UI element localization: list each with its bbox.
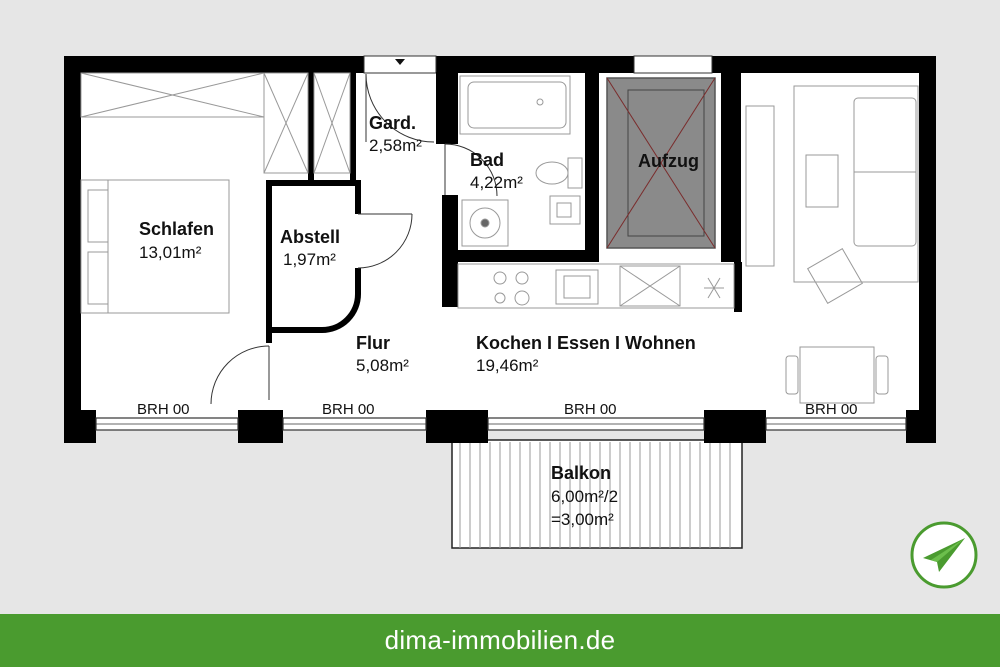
- dining-table: [785, 346, 889, 404]
- room-label-wohnen: Kochen I Essen I Wohnen: [476, 333, 696, 353]
- floor-plan: Schlafen 13,01m² Gard. 2,58m² Bad 4,22m²…: [64, 55, 936, 549]
- bath-door: [444, 143, 498, 197]
- room-area-abstell: 1,97m²: [283, 250, 336, 269]
- balcony-decking: [459, 442, 731, 548]
- brand-logo: [909, 520, 979, 590]
- room-area-garderobe: 2,58m²: [369, 136, 422, 155]
- window-label-brh: BRH 00: [564, 401, 617, 418]
- washbasin: [549, 195, 581, 225]
- room-label-flur: Flur: [356, 333, 390, 353]
- room-label-aufzug: Aufzug: [638, 151, 699, 171]
- room-area-balkon: 6,00m²/2: [551, 487, 618, 506]
- room-label-garderobe: Gard.: [369, 113, 416, 133]
- website-link[interactable]: dima-immobilien.de: [384, 625, 616, 655]
- kitchen-counter: [457, 263, 735, 309]
- room-label-schlafen: Schlafen: [139, 219, 214, 239]
- interior-walls: [308, 72, 742, 312]
- room-area-schlafen: 13,01m²: [139, 243, 202, 262]
- elevator-shaft-top: [633, 55, 713, 74]
- paper-plane-icon: [910, 521, 978, 589]
- double-bed: [80, 179, 230, 314]
- exterior-walls: [64, 56, 936, 443]
- bedroom-wardrobe: [80, 72, 351, 174]
- footer-bar: dima-immobilien.de: [0, 614, 1000, 667]
- storage-walls: [266, 180, 361, 343]
- washing-machine: [461, 199, 509, 247]
- room-label-bad: Bad: [470, 150, 504, 170]
- bathtub: [459, 75, 571, 135]
- living-furniture: [745, 85, 919, 305]
- room-area-bad: 4,22m²: [470, 173, 523, 192]
- toilet: [535, 157, 583, 189]
- window-label-brh: BRH 00: [137, 401, 190, 418]
- storage-door: [357, 213, 413, 269]
- room-area-flur: 5,08m²: [356, 356, 409, 375]
- window-label-brh: BRH 00: [805, 401, 858, 418]
- room-label-abstell: Abstell: [280, 227, 340, 247]
- room-area-wohnen: 19,46m²: [476, 356, 539, 375]
- room-label-balkon: Balkon: [551, 463, 611, 483]
- room-area-balkon-effective: =3,00m²: [551, 510, 614, 529]
- elevator: [606, 77, 716, 249]
- window-label-brh: BRH 00: [322, 401, 375, 418]
- entrance-door: [363, 55, 437, 143]
- bedroom-door: [210, 345, 270, 405]
